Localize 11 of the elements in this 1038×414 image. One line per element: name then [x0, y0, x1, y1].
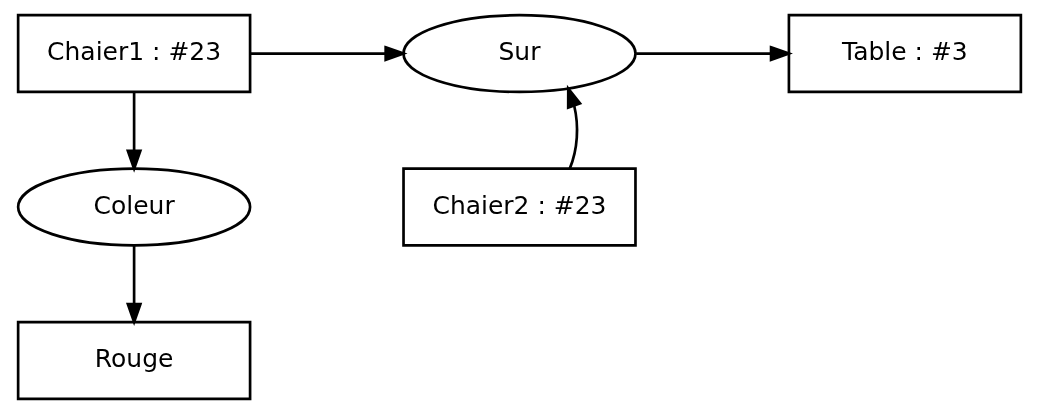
- arrow: [250, 45, 408, 62]
- node-box: Table : #3: [787, 13, 1022, 94]
- node-ellipse: Sur: [401, 13, 637, 94]
- node-ellipse: Coleur: [16, 167, 251, 247]
- arrow: [125, 92, 142, 173]
- node-box: Chaier1 : #23: [16, 13, 251, 94]
- node-box: Chaier2 : #23: [401, 167, 637, 247]
- arrow: [125, 245, 142, 327]
- arrow: [635, 45, 793, 62]
- arrow: [566, 84, 582, 169]
- node-box: Rouge: [16, 320, 251, 401]
